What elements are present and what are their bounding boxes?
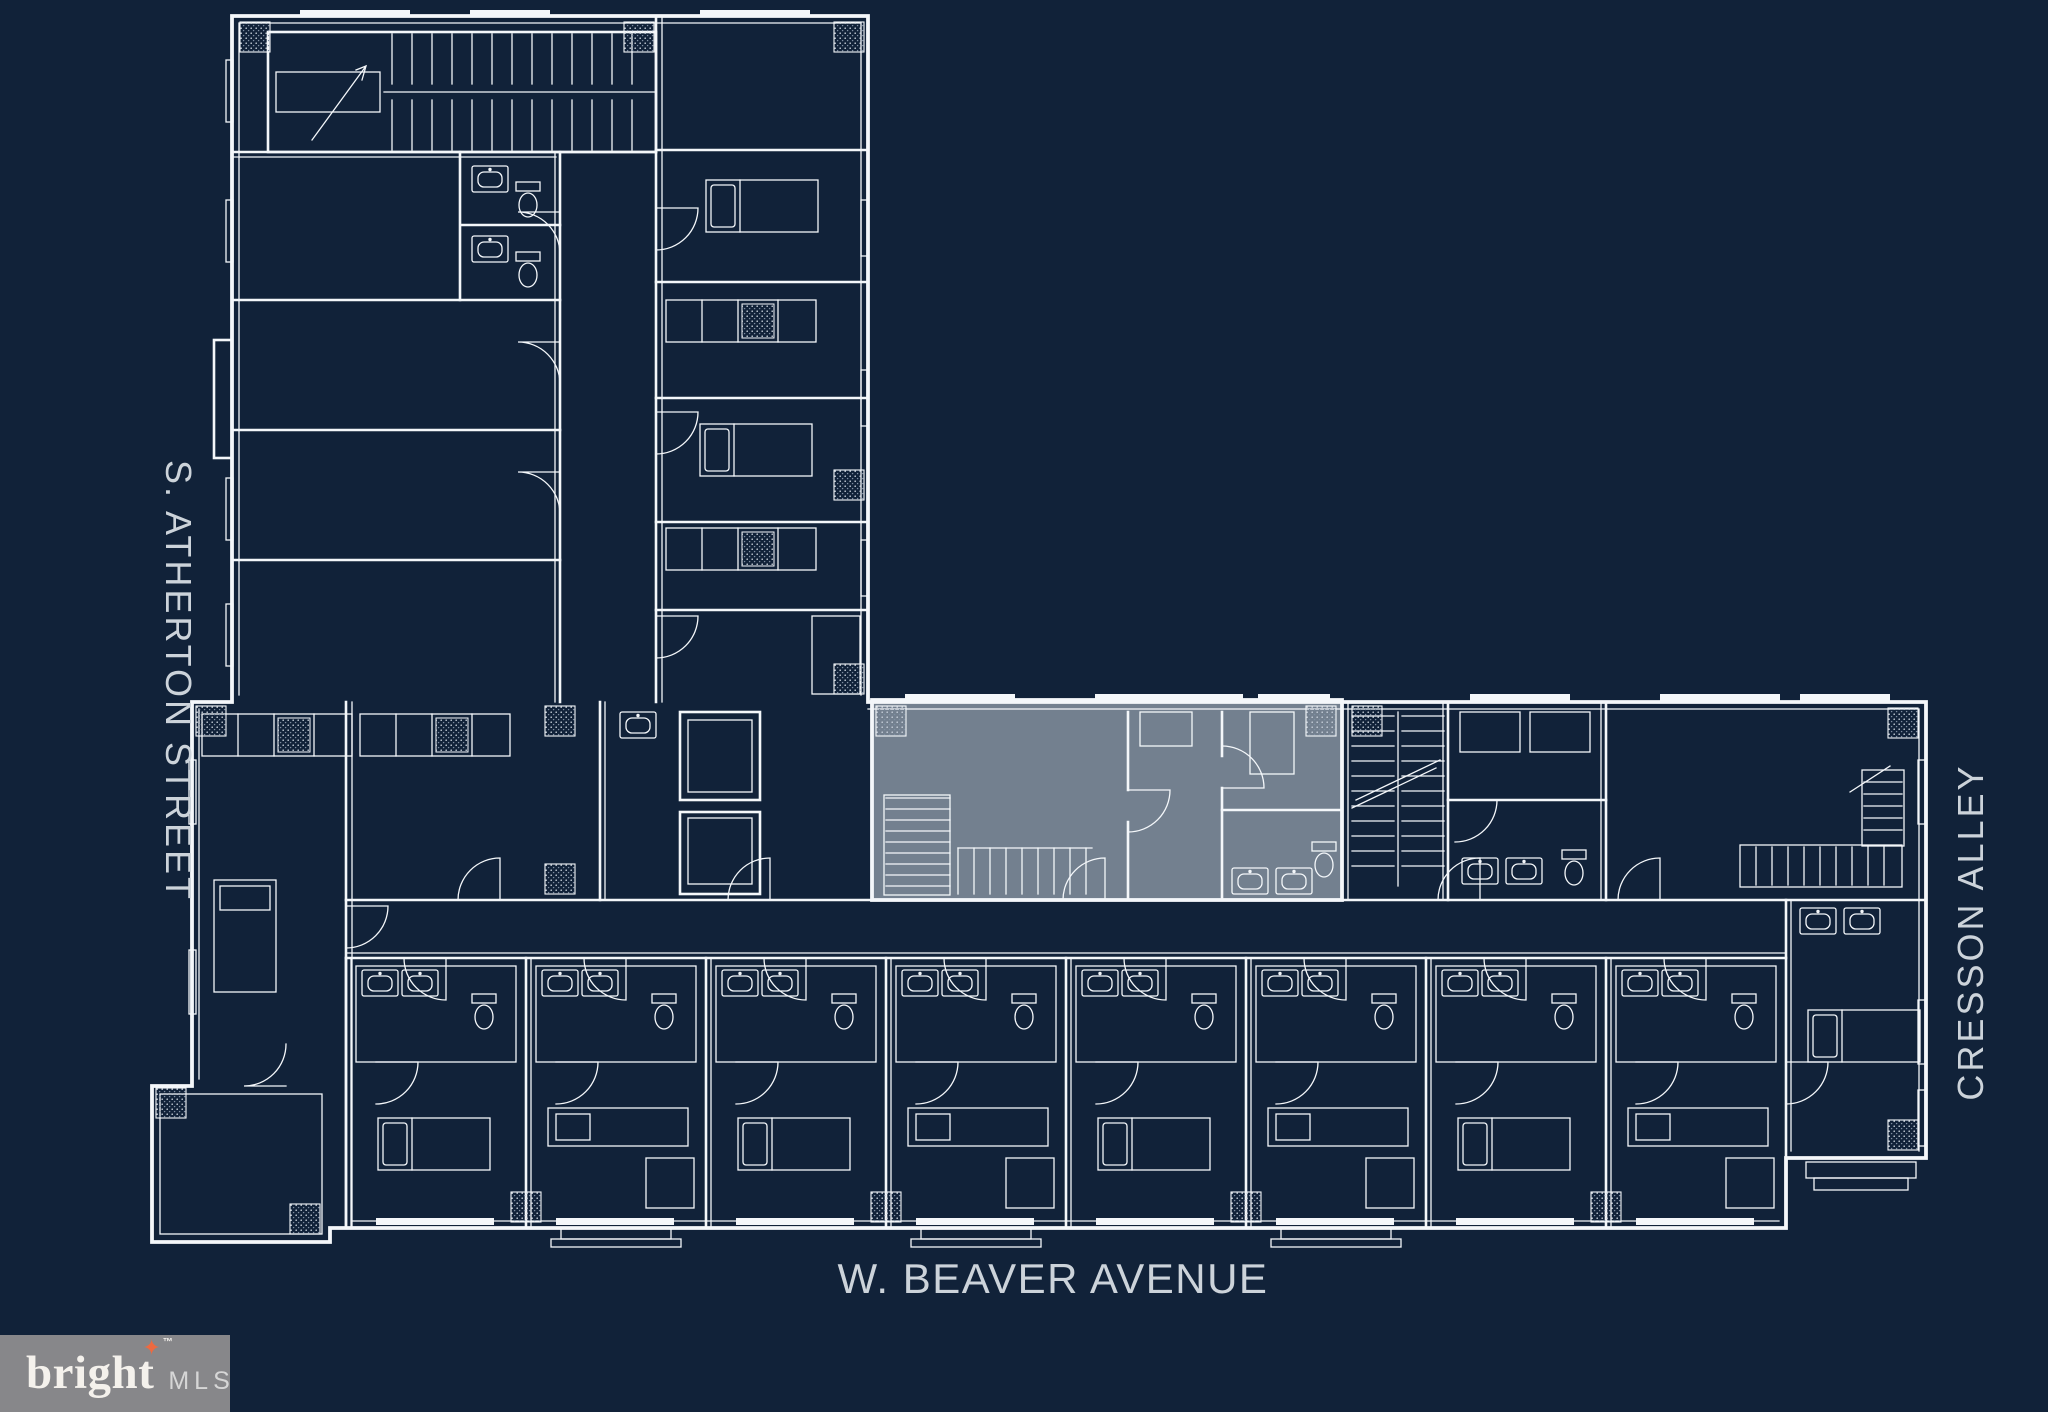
star-icon: ✦ <box>142 1335 162 1360</box>
street-label-cresson: CRESSON ALLEY <box>1950 763 1991 1100</box>
brightmls-wordmark: bright ✦ ™ <box>26 1337 173 1399</box>
street-label-atherton: S. ATHERTON STREET <box>158 460 199 902</box>
mls-text: MLS <box>168 1367 235 1395</box>
bottom-row-units <box>346 958 1776 1248</box>
top-row-units <box>1437 694 1926 902</box>
highlighted-unit-interior <box>883 694 1344 902</box>
highlighted-unit <box>870 698 1344 902</box>
right-end-unit <box>1784 898 1926 1191</box>
service-core-units <box>359 700 771 902</box>
brand-text: bright <box>26 1347 155 1399</box>
trademark-symbol: ™ <box>162 1337 174 1348</box>
vertical-wing-rooms <box>225 10 870 704</box>
brightmls-logo: bright ✦ ™ MLS <box>0 1335 230 1412</box>
street-label-beaver: W. BEAVER AVENUE <box>838 1255 1269 1302</box>
